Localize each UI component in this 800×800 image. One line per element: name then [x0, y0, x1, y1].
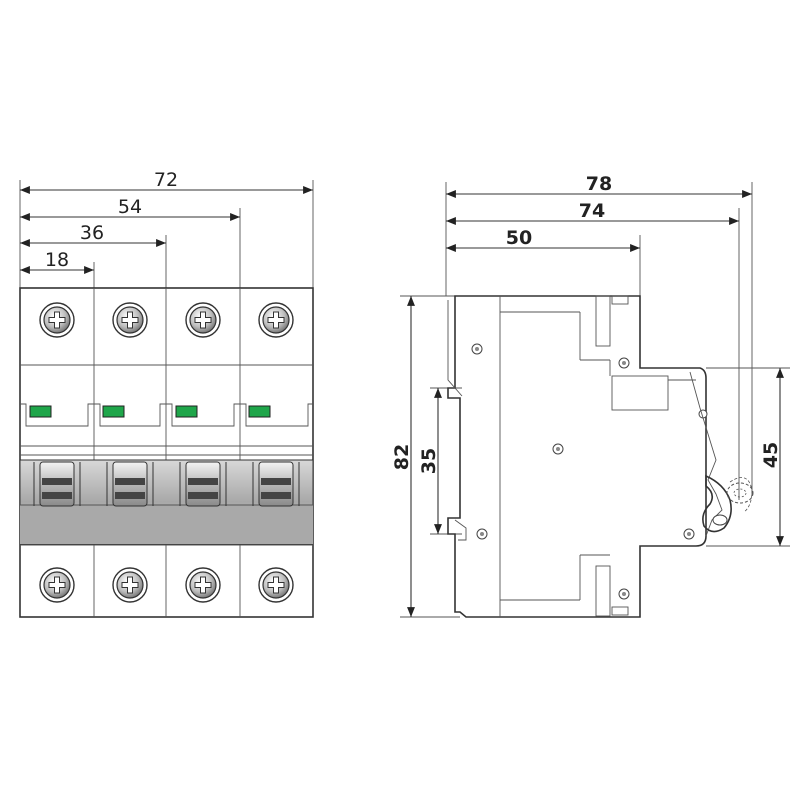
- screw-icon: [39, 302, 75, 338]
- dim-label-74: 74: [579, 200, 605, 222]
- dim-label-18: 18: [45, 249, 69, 271]
- status-indicators: [29, 405, 271, 418]
- screw-icon: [112, 302, 148, 338]
- screw-icon: [258, 567, 294, 603]
- front-view: 72 54 36 18: [19, 169, 314, 618]
- rivets: [471, 343, 708, 600]
- toggle-handle[interactable]: [106, 461, 154, 507]
- dim-label-82: 82: [391, 444, 413, 470]
- toggle-handle[interactable]: [33, 461, 81, 507]
- terminal-screws-top: [39, 302, 294, 338]
- indicator-green: [102, 405, 125, 418]
- dim-label-78: 78: [586, 173, 612, 195]
- indicator-green: [29, 405, 52, 418]
- toggle-handle[interactable]: [179, 461, 227, 507]
- terminal-screws-bottom: [39, 567, 294, 603]
- dim-label-54: 54: [118, 196, 142, 218]
- screw-icon: [39, 567, 75, 603]
- screw-icon: [112, 567, 148, 603]
- dim-label-36: 36: [80, 222, 104, 244]
- indicator-green: [175, 405, 198, 418]
- screw-icon: [258, 302, 294, 338]
- dim-label-45: 45: [760, 442, 782, 468]
- breaker-front-body: [19, 287, 314, 618]
- dim-label-72: 72: [154, 169, 178, 191]
- breaker-side-body: [447, 295, 707, 618]
- dim-label-50: 50: [506, 227, 532, 249]
- toggle-handle[interactable]: [252, 461, 300, 507]
- screw-icon: [185, 567, 221, 603]
- toggle-handles: [33, 461, 300, 507]
- side-view: 78 74 50 82 35 45: [391, 173, 790, 618]
- toggle-lever[interactable]: [689, 371, 754, 537]
- screw-icon: [185, 302, 221, 338]
- indicator-green: [248, 405, 271, 418]
- dim-label-35: 35: [418, 448, 440, 474]
